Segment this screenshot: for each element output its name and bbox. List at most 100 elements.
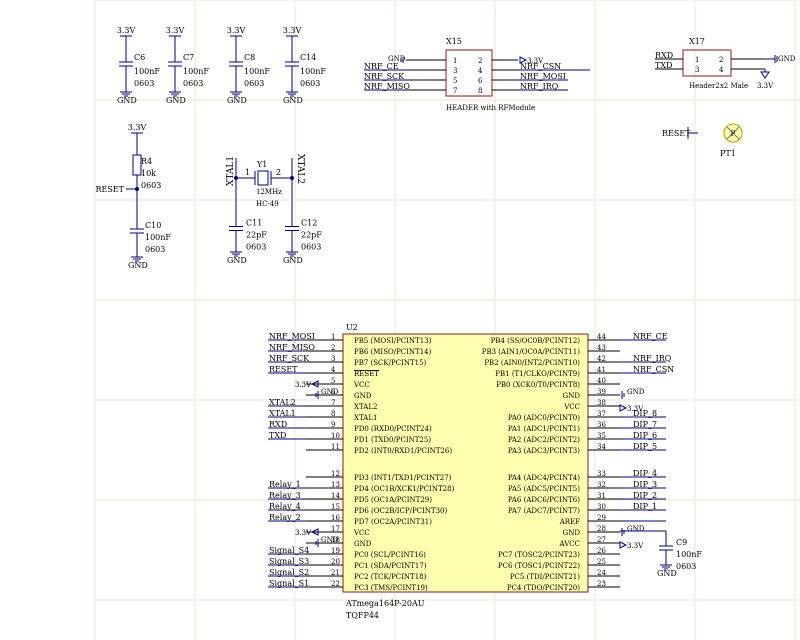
component-ref: U2 [346,323,358,332]
pin-number: 4 [331,366,336,374]
cap-value: 100nF [183,67,209,76]
cap-package: 0603 [134,79,154,88]
mcu-pin-name: VCC [353,381,370,389]
pin-number: 30 [597,503,606,511]
net-label: Signal_S2 [269,568,309,577]
pin-number: 27 [597,536,606,544]
resistor-value: 10k [141,169,156,178]
component-name: Header2x2 Male [689,82,748,90]
mcu-pin-name: PD0 (RXD0/PCINT24) [354,425,432,433]
component-ref: X15 [446,37,462,46]
pin-number: 43 [597,344,606,352]
net-label: Relay_3 [269,491,301,500]
power-arrow-icon [519,56,528,64]
pin-number: 4 [478,67,483,75]
net-label: NRF_IRQ [633,354,672,363]
power-arrow-icon [310,380,319,388]
crystal-icon [257,170,269,186]
pin-number: 1 [331,333,335,341]
net-label: XTAL2 [269,398,296,407]
test-point-pin: P [731,130,736,138]
ground-label: GND [657,569,677,578]
cap-ref: C11 [246,219,262,228]
net-label: DIP_1 [633,502,657,511]
mcu-pin-name: PC2 (TCK/PCINT18) [354,573,427,581]
mcu-pin-name: XTAL2 [354,403,377,411]
mcu-pin-name: PA6 (ADC6/PCINT6) [508,496,580,504]
pin-number: 14 [331,492,340,500]
pin-number: 1 [453,57,457,65]
mcu-pin-name: PC6 (TOSC1/PCINT22) [498,562,580,570]
ground-label: GND [283,96,303,105]
mcu-pin-name: GND [563,392,581,400]
component-name: ATmega164P-20AU [345,599,425,608]
mcu-pin-name: PB0 (XCK0/T0/PCINT8) [496,381,580,389]
cap-ref: C10 [145,221,161,230]
ground-label: GND [117,96,137,105]
crystal-package: HC-49 [256,200,279,208]
net-label: RESET [662,129,691,138]
pin-number: 11 [331,443,340,451]
net-label: NRF_IRQ [520,82,559,91]
power-label: 3.3V [283,26,302,35]
mcu-pin-name: PB6 (MISO/PCINT14) [354,348,432,356]
pin-number: 2 [478,57,482,65]
mcu-pin-name: GND [563,529,581,537]
cap-value: 22pF [246,231,267,240]
pin-number: 5 [331,377,335,385]
header-body [445,49,493,97]
schematic-layer: 3.3VGNDC6100nF06033.3VGNDC7100nF06033.3V… [95,26,795,620]
pin-number: 32 [597,481,606,489]
mcu-pin-name: XTAL1 [354,414,377,422]
power-label: 3.3V [627,405,644,413]
pin-number: 41 [597,366,606,374]
net-label: DIP_7 [633,420,657,429]
pin-number: 28 [597,525,606,533]
net-label: TXD [269,431,286,440]
cap-value: 100nF [300,67,326,76]
power-label: 3.3V [128,123,147,132]
cap-value: 100nF [676,550,702,559]
mcu-pin-name: PB4 (SS/OC0B/PCINT12) [491,337,581,345]
ground-label: GND [627,388,645,396]
pin-number: 17 [331,525,340,533]
net-label: NRF_CSN [633,365,674,374]
power-arrow-icon [760,71,770,79]
ground-label: GND [778,55,796,63]
power-label: 3.3V [166,26,185,35]
cap-package: 0603 [301,243,321,252]
mcu-pin-name: PA0 (ADC0/PCINT0) [508,414,580,422]
cap-ref: C14 [300,53,316,62]
cap-package: 0603 [145,245,165,254]
net-label: RXD [655,51,673,60]
ground-label: GND [128,261,148,270]
mcu-pin-name: GND [354,392,372,400]
mcu-pin-name: PD6 (OC2B/ICP/PCINT30) [354,507,448,515]
pin-number: 6 [331,388,336,396]
pin-number: 13 [331,481,340,489]
pin-number: 4 [719,66,724,74]
pin-number: 2 [276,168,281,177]
power-arrow-icon [619,541,628,549]
pin-number: 21 [331,569,340,577]
pin-number: 37 [597,410,606,418]
mcu-pin-name: PD7 (OC2A/PCINT31) [354,518,432,526]
ground-label: GND [321,388,339,396]
mcu-pin-name: GND [354,540,372,548]
power-label: 3.3V [627,542,644,550]
power-label: 3.3V [527,57,544,65]
net-label: Relay_2 [269,513,301,522]
mcu-pin-name: PD4 (OC1B/XCK1/PCINT28) [354,485,455,493]
ground-label: GND [227,256,247,265]
header-body [682,49,732,77]
mcu-pin-name: PC4 (TDO/PCINT20) [507,584,580,592]
cap-package: 0603 [183,79,203,88]
pin-number: 44 [597,333,606,341]
pin-number: 9 [331,421,335,429]
cap-package: 0603 [244,79,264,88]
mcu-pin-name: VCC [353,529,370,537]
pin-number: 40 [597,377,606,385]
mcu-pin-name: PC5 (TDI/PCINT21) [510,573,580,581]
net-label: NRF_MISO [269,343,315,352]
ground-label: GND [627,525,645,533]
